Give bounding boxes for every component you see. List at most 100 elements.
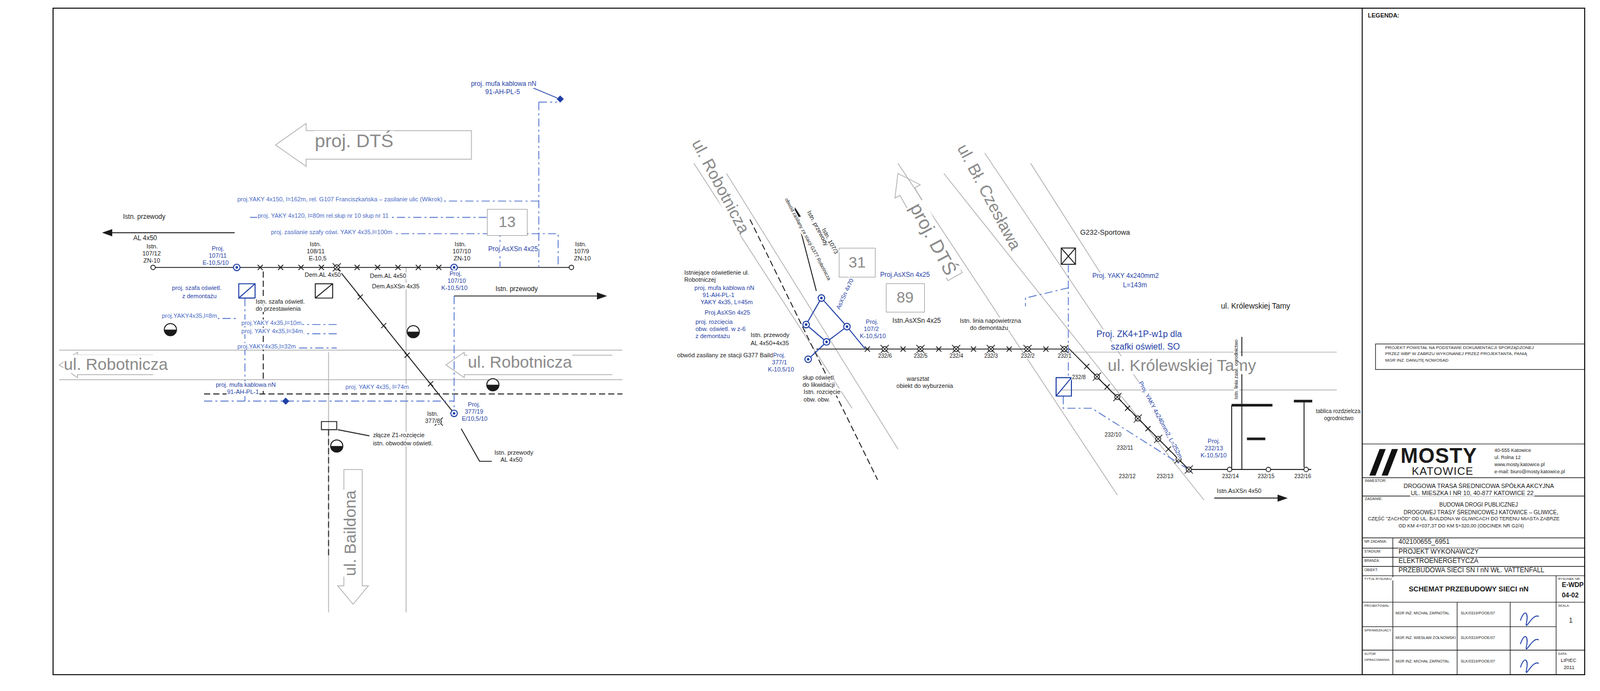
drawing-label: 232/2: [1020, 352, 1036, 359]
drawing-label: Dem.AsXSn 4x35: [371, 282, 421, 290]
drawing-label: ul. Robotnicza: [688, 135, 754, 237]
drawing-label: 377/8: [424, 417, 442, 425]
drawing-label: Proj. YAKY 4x240mm2: [1091, 272, 1159, 280]
drawing-label: Istn.: [574, 240, 588, 248]
drawing-label: E-10,5: [308, 254, 327, 262]
drawing-label: 232/15: [1256, 473, 1275, 480]
drawing-label: 402100655_6951: [1398, 538, 1451, 546]
drawing-label: 107/10: [447, 277, 467, 284]
drawing-label: 91-AH-PL-5: [484, 88, 521, 96]
drawing-label: Istn.: [426, 410, 439, 417]
drawing-label: AL 4x50+4x35: [750, 339, 790, 347]
drawing-label: 2011: [1563, 665, 1575, 671]
drawing-label: proj. mufa kablowa nN: [470, 80, 537, 88]
drawing-label: SPRAWDZAJĄCY:: [1363, 628, 1393, 633]
drawing-label: 107/9: [573, 247, 590, 255]
drawing-label: K-10,5/10: [859, 332, 887, 340]
drawing-label: ZN-10: [142, 257, 161, 264]
drawing-label: LIPIEC: [1560, 658, 1578, 664]
drawing-label: z demontażu: [694, 332, 731, 340]
drawing-label: szafki oświetl. SO: [1110, 341, 1181, 352]
drawing-label: 232/13: [1203, 444, 1224, 452]
drawing-label: AL 4x50: [500, 456, 524, 463]
drawing-label: PRZEZ WBP W ZABRZU WYKONANEJ PRZEZ PROJE…: [1384, 351, 1528, 357]
callout-box: 13: [487, 209, 529, 236]
drawing-label: 377/19: [464, 408, 484, 415]
drawing-label: Proj.AsXSn 4x25: [704, 309, 751, 316]
drawing-label: proj.YAKY4x35,l=8m: [161, 312, 218, 320]
drawing-label: Proj.AsXSn 4x25: [487, 245, 539, 253]
drawing-label: ZADANIE:: [1364, 496, 1383, 502]
drawing-label: MGR INŻ. DANUTĘ NOWOSAD: [1384, 358, 1450, 364]
drawing-label: istn. obwodów oświetl.: [372, 439, 434, 447]
drawing-label: DATA:: [1557, 652, 1569, 657]
drawing-label: ul. Robotnicza: [63, 355, 169, 374]
drawing-label: L=143m: [1122, 281, 1148, 289]
drawing-label: słup oświetl.: [802, 374, 837, 381]
drawing-label: SLK/0319/POOE/07: [1460, 635, 1497, 641]
drawing-label: Proj. ZK4+1P-w1p dla: [1096, 329, 1183, 340]
drawing-label: 232/11: [1116, 444, 1134, 451]
drawing-label: Proj.: [449, 270, 463, 277]
drawing-label: 232/12: [1118, 473, 1137, 480]
drawing-label: AUTOR: [1363, 652, 1377, 657]
drawing-label: 107/2: [863, 325, 880, 333]
drawing-label: K-10,5/10: [441, 284, 469, 292]
drawing-label: proj. zasilanie szafy oświ. YAKY 4x35,l=…: [270, 228, 393, 236]
drawing-label: Istn. szafa oświetl.: [254, 298, 306, 305]
drawing-label: BRANŻA:: [1363, 558, 1381, 563]
drawing-label: 232/16: [1294, 473, 1313, 480]
callout-number: 13: [498, 213, 516, 231]
drawing-label: OBIEKT:: [1363, 567, 1379, 572]
drawing-label: KATOWICE: [1411, 465, 1475, 478]
drawing-label: Istn.: [146, 242, 159, 250]
drawing-label: TYTUŁ RYSUNKU:: [1363, 577, 1394, 582]
drawing-label: 232/6: [877, 352, 893, 359]
drawing-label: DROGOWEJ TRASY ŚREDNICOWEJ KATOWICE – GL…: [1403, 509, 1559, 516]
drawing-label: Istn. przewody: [494, 285, 538, 293]
drawing-label: CZĘŚĆ "ZACHÓD" OD UL. BAILDONA W GLIWICA…: [1367, 516, 1561, 523]
drawing-label: proj. mufa kablowa nN: [693, 284, 755, 292]
drawing-label: BUDOWA DROGI PUBLICZNEJ: [1438, 501, 1519, 508]
drawing-label: ogrodnictwo: [1323, 415, 1355, 422]
drawing-label: INWESTOR:: [1364, 478, 1388, 484]
drawing-label: Proj.AsXSn 4x25: [879, 271, 931, 279]
drawing-label: DROGOWA TRASA ŚREDNICOWA SPÓŁKA AKCYJNA: [1403, 482, 1555, 490]
drawing-label: LEGENDA:: [1367, 12, 1400, 19]
drawing-label: ul. Rolna 12: [1493, 455, 1522, 461]
drawing-label: 232/1: [1057, 352, 1072, 359]
drawing-label: PRZEBUDOWA SIECI SN I nN WŁ. VATTENFALL: [1398, 566, 1546, 575]
drawing-label: ul. Robotnicza: [467, 352, 573, 371]
drawing-label: 232/3: [983, 352, 999, 359]
drawing-label: OPRACOWANIA:: [1363, 658, 1391, 663]
drawing-label: tablica rozdzielcza: [1315, 408, 1362, 415]
drawing-label: K-10,5/10: [1200, 451, 1228, 459]
drawing-label: PROJEKT POWSTAŁ NA PODSTAWIE DOKUMENTACJ…: [1384, 345, 1535, 351]
drawing-label: ELEKTROENERGETYCZA: [1398, 557, 1480, 565]
drawing-label: Proj.: [467, 401, 481, 408]
drawing-label: AsXSn 4x70: [834, 276, 855, 311]
drawing-label: Proj.: [772, 351, 787, 359]
drawing-label: do demontażu: [969, 324, 1010, 332]
drawing-label: MGR INŻ. MICHAŁ ŻARNOTAL: [1394, 659, 1451, 664]
drawing-label: SCHEMAT PRZEBUDOWY SIECI nN: [1407, 585, 1529, 594]
drawing-label: obiekt do wyburzenia: [895, 382, 954, 390]
drawing-label: proj. YAKY 4x35,l=34m: [240, 327, 304, 335]
drawing-label: proj. YAKY 4x35, l=74m: [344, 383, 410, 391]
callout-number: 31: [848, 254, 866, 272]
drawing-label: Proj.: [865, 318, 879, 326]
drawing-label: Proj. YAKY 4x240mm2, L=252m: [1137, 379, 1185, 460]
drawing-label: 377/1: [771, 358, 788, 366]
drawing-label: do likwidacji: [802, 381, 836, 388]
drawing-label: www.mosty.katowice.pl: [1493, 462, 1546, 468]
drawing-label: 108/11: [305, 247, 326, 255]
drawing-label: Robotniczej: [683, 276, 716, 283]
drawing-label: E/10,5/10: [461, 415, 489, 422]
drawing-label: 91-AH-PL-1: [226, 388, 260, 396]
drawing-label: proj. szafa oświetl.: [171, 284, 222, 292]
drawing-label: Istn. linia zasil. ogrodnictwo: [1233, 338, 1240, 400]
drawing-label: MGR INŻ. WIESŁAW ŻOŁNOWSKI: [1394, 635, 1457, 641]
drawing-label: Dem.AL 4x50: [369, 272, 407, 280]
drawing-label: proj. DTŚ: [905, 199, 961, 280]
callout-number: 89: [896, 289, 914, 307]
